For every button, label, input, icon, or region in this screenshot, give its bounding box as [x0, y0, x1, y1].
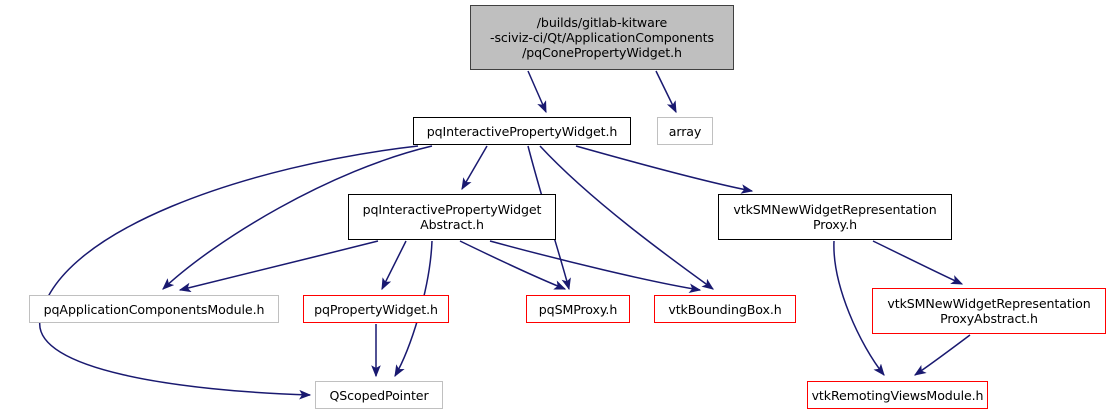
- graph-edge: [527, 70, 547, 114]
- graph-node-pqInteractivePropertyWidget[interactable]: pqInteractivePropertyWidget.h: [413, 117, 631, 145]
- graph-node-array[interactable]: array: [657, 117, 713, 145]
- graph-edge: [833, 240, 885, 376]
- graph-node-pqInteractivePropertyWidgetAbstract[interactable]: pqInteractivePropertyWidget Abstract.h: [348, 194, 556, 240]
- graph-node-pqPropertyWidget[interactable]: pqPropertyWidget.h: [303, 295, 449, 323]
- graph-edge: [539, 145, 714, 290]
- graph-node-vtkSMNewWidgetRepresentationProxy[interactable]: vtkSMNewWidgetRepresentation Proxy.h: [718, 194, 952, 240]
- graph-node-root[interactable]: /builds/gitlab-kitware -sciviz-ci/Qt/App…: [470, 5, 734, 70]
- graph-edge: [655, 70, 677, 114]
- graph-edge: [178, 240, 379, 293]
- graph-edge: [39, 145, 419, 400]
- graph-edge: [162, 145, 433, 290]
- graph-edge: [381, 240, 407, 291]
- graph-node-pqApplicationComponentsModule[interactable]: pqApplicationComponentsModule.h: [29, 295, 279, 323]
- graph-edge: [872, 240, 964, 285]
- graph-node-pqSMProxy[interactable]: pqSMProxy.h: [526, 295, 630, 323]
- graph-node-vtkBoundingBox[interactable]: vtkBoundingBox.h: [654, 295, 796, 323]
- graph-node-vtkSMNewWidgetRepresentationProxyAbstract[interactable]: vtkSMNewWidgetRepresentation ProxyAbstra…: [872, 288, 1106, 334]
- graph-edge: [489, 240, 702, 294]
- graph-edge: [914, 334, 971, 376]
- graph-edge: [461, 145, 488, 191]
- graph-node-vtkRemotingViewsModule[interactable]: vtkRemotingViewsModule.h: [807, 381, 988, 409]
- graph-edge: [575, 145, 754, 194]
- graph-node-QScopedPointer[interactable]: QScopedPointer: [315, 381, 443, 409]
- graph-edge: [459, 240, 567, 290]
